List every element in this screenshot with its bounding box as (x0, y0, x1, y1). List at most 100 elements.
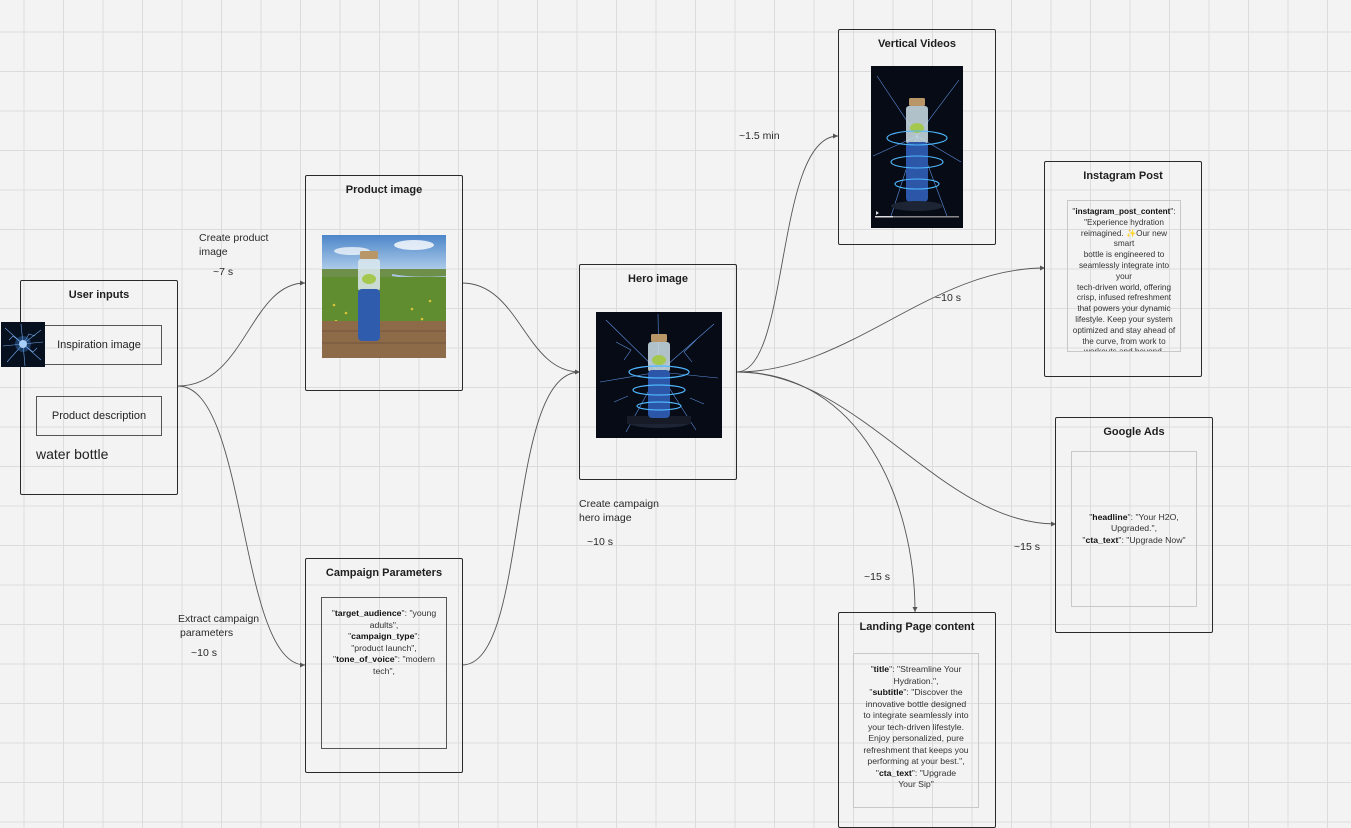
bottle-energy-swirl-icon (596, 312, 722, 438)
text-key: instagram_post_content (1075, 207, 1171, 216)
text-segment: ": "Discover the (903, 687, 963, 697)
text-line: Enjoy personalized, pure (857, 733, 975, 745)
text-line: innovative bottle designed (857, 699, 975, 711)
landing-page-card[interactable]: Landing Page content "title": "Streamlin… (838, 612, 996, 828)
hero-image-card[interactable]: Hero image (579, 264, 737, 480)
text-segment: lifestyle. Keep your system (1075, 314, 1173, 324)
text-line: "product launch", (328, 643, 440, 655)
text-segment: performing at your best.", (867, 756, 965, 766)
text-segment: Hydration.", (893, 675, 939, 686)
edge-label-extract-line1: Extract campaign (178, 613, 260, 625)
product-description-field[interactable]: Product description (36, 396, 162, 436)
text-line: seamlessly integrate into your (1071, 261, 1177, 283)
edge-time-create-product: ~7 s (213, 266, 234, 278)
text-line: "instagram_post_content": (1071, 207, 1177, 218)
energy-burst-icon (1, 322, 45, 367)
text-line: that powers your dynamic (1071, 304, 1177, 315)
instagram-post-card[interactable]: Instagram Post "instagram_post_content":… (1044, 161, 1202, 377)
text-segment: seamlessly integrate into your (1078, 260, 1170, 281)
text-line: your tech-driven lifestyle. (857, 722, 975, 734)
text-line: to integrate seamlessly into (857, 710, 975, 722)
edge-time-googleads: ~15 s (1014, 541, 1040, 553)
edge-hero-to-videos (736, 135, 839, 373)
vertical-videos-card[interactable]: Vertical Videos (838, 29, 996, 245)
text-segment: " (331, 608, 335, 618)
campaign-parameters-card[interactable]: Campaign Parameters "target_audience": "… (305, 558, 463, 773)
text-line: Upgraded.", (1082, 523, 1185, 535)
text-line: "headline": "Your H2O, (1082, 512, 1185, 524)
product-image-title: Product image (345, 184, 423, 196)
text-segment: the curve, from work to (1082, 336, 1166, 346)
edge-time-instagram: ~10 s (935, 292, 961, 304)
edge-label-create-product-line1: Create product (199, 232, 269, 244)
text-segment: innovative bottle designed (865, 698, 967, 709)
text-line: "cta_text": "Upgrade (857, 768, 975, 780)
google-ads-title: Google Ads (1103, 426, 1165, 438)
text-segment: ": "young (401, 608, 437, 618)
text-key: cta_text (1085, 534, 1119, 545)
text-segment: your tech-driven lifestyle. (867, 721, 965, 732)
user-inputs-card[interactable]: User inputs Inspiration image Product de… (20, 280, 178, 495)
text-line: tech", (328, 666, 440, 678)
edge-label-create-hero: Create campaign hero image (579, 497, 659, 525)
bottle-video-icon (871, 66, 963, 228)
text-line: lifestyle. Keep your system (1071, 315, 1177, 326)
hero-image-title: Hero image (628, 273, 688, 285)
text-line: bottle is engineered to (1071, 250, 1177, 261)
text-segment: adults", (369, 619, 399, 630)
text-line: tech-driven world, offering (1071, 283, 1177, 294)
text-segment: " (869, 687, 873, 697)
edge-campaign-to-hero (461, 371, 581, 666)
text-segment: refreshment that keeps you (863, 744, 969, 755)
text-segment: ": "modern (394, 654, 435, 664)
edge-label-create-hero-line2: hero image (579, 512, 632, 524)
text-line: performing at your best.", (857, 756, 975, 768)
text-key: tone_of_voice (336, 654, 395, 664)
inspiration-image-field[interactable]: Inspiration image (36, 325, 162, 365)
edge-time-landing: ~15 s (864, 571, 890, 583)
text-segment: to integrate seamlessly into (863, 710, 969, 720)
text-line: Hydration.", (857, 676, 975, 688)
text-line: Your Sip" (857, 779, 975, 791)
google-ads-text-panel: "headline": "Your H2O,Upgraded.", "cta_te… (1071, 451, 1197, 607)
text-segment: ": (414, 631, 420, 641)
text-segment: "product launch", (351, 642, 417, 653)
edge-time-create-hero: ~10 s (587, 536, 613, 548)
landing-page-title: Landing Page content (859, 621, 975, 633)
text-line: "campaign_type": (328, 631, 440, 643)
product-description-value: water bottle (36, 446, 109, 462)
text-segment: " (348, 631, 352, 641)
edge-label-extract-line2: parameters (180, 627, 234, 639)
edge-hero-to-googleads (736, 371, 1057, 525)
edge-hero-to-instagram (736, 267, 1046, 373)
google-ads-card[interactable]: Google Ads "headline": "Your H2O,Upgrade… (1055, 417, 1213, 633)
text-line: workouts and beyond. Ready (1071, 347, 1177, 351)
vertical-videos-title: Vertical Videos (877, 38, 957, 50)
text-key: campaign_type (351, 631, 415, 641)
text-segment: " (870, 664, 874, 674)
edge-time-videos: ~1.5 min (739, 130, 780, 142)
text-line: "tone_of_voice": "modern (328, 654, 440, 666)
text-segment: ": "Streamline Your (889, 664, 962, 674)
product-image-card[interactable]: Product image (305, 175, 463, 391)
edge-label-extract-campaign: Extract campaign parameters (178, 612, 259, 640)
text-key: headline (1092, 511, 1128, 522)
video-frame[interactable] (871, 66, 963, 228)
text-segment: Upgraded.", (1110, 523, 1158, 534)
text-segment: Enjoy personalized, pure (868, 733, 964, 743)
text-segment: Your Sip" (898, 779, 934, 789)
text-segment: ": "Upgrade (911, 767, 957, 778)
text-line: the curve, from work to (1071, 337, 1177, 348)
text-segment: bottle is engineered to (1083, 250, 1165, 260)
text-segment: reimagined. ✨Our new smart (1080, 228, 1168, 249)
text-key: title (873, 664, 890, 674)
inspiration-thumbnail-image[interactable] (1, 322, 45, 367)
text-line: reimagined. ✨Our new smart (1071, 229, 1177, 251)
text-key: cta_text (878, 767, 912, 778)
text-segment: that powers your dynamic (1077, 304, 1171, 314)
text-line: optimized and stay ahead of (1071, 326, 1177, 337)
text-segment: " (875, 767, 879, 778)
text-segment: " (1082, 534, 1086, 545)
text-key: target_audience (334, 608, 402, 618)
